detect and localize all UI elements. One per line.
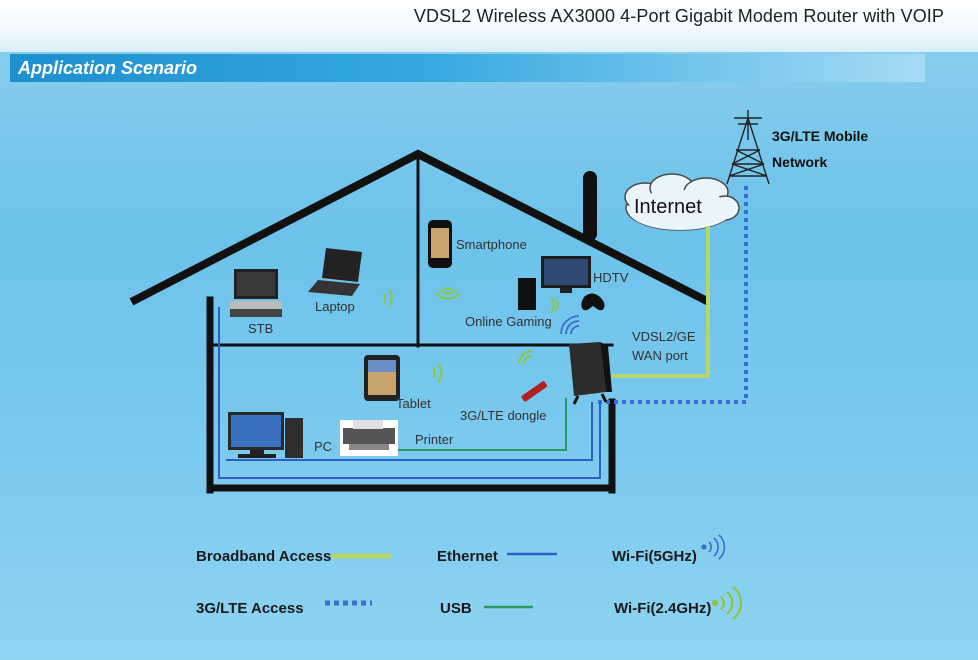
document-title: VDSL2 Wireless AX3000 4-Port Gigabit Mod… <box>413 6 944 26</box>
legend-wifi24-icon <box>711 586 743 620</box>
mobile-network-label-line2: Network <box>772 154 828 170</box>
internet-label: Internet <box>634 196 702 218</box>
usb-line <box>398 398 567 451</box>
tablet-icon <box>364 355 400 401</box>
printer-label: Printer <box>415 432 454 447</box>
tablet-label: Tablet <box>396 396 431 411</box>
laptop-label: Laptop <box>315 299 355 314</box>
house-roof <box>129 149 711 306</box>
stb-icon <box>230 269 282 317</box>
laptop-icon <box>308 248 362 296</box>
internet-cloud <box>624 173 740 231</box>
house-outline <box>129 149 711 494</box>
smartphone-icon <box>428 220 452 268</box>
pc-label: PC <box>314 439 333 454</box>
legend-usb-label: USB <box>440 600 472 617</box>
legend-broadband-label: Broadband Access <box>196 548 332 565</box>
legend-wifi24-label: Wi-Fi(2.4GHz) <box>614 600 712 617</box>
legend-ethernet-label: Ethernet <box>437 548 498 565</box>
dongle-icon <box>521 381 547 402</box>
stb-label: STB <box>248 321 274 336</box>
lte-line <box>596 186 748 404</box>
wifi-24ghz-signals <box>383 287 559 383</box>
top-band <box>0 0 978 52</box>
wan-port-label-line2: WAN port <box>632 348 688 363</box>
dongle-label: 3G/LTE dongle <box>460 408 547 423</box>
modem-router-icon <box>569 342 612 405</box>
online-gaming-label: Online Gaming <box>465 314 552 329</box>
smartphone-label: Smartphone <box>456 237 527 252</box>
wan-port-label-line1: VDSL2/GE <box>632 329 696 344</box>
broadband-line <box>612 226 710 378</box>
ethernet-lines <box>218 307 601 479</box>
legend-lte-label: 3G/LTE Access <box>196 600 304 617</box>
legend-wifi5-label: Wi-Fi(5GHz) <box>612 548 697 565</box>
hdtv-label: HDTV <box>593 270 629 285</box>
pc-icon <box>228 412 303 458</box>
wifi-5ghz-signals <box>560 315 580 335</box>
cell-tower-icon <box>726 110 770 185</box>
printer-icon <box>340 420 398 456</box>
mobile-network-label-line1: 3G/LTE Mobile <box>772 128 869 144</box>
section-bar <box>10 54 925 82</box>
legend-wifi5-icon <box>701 534 726 560</box>
section-title: Application Scenario <box>18 58 198 78</box>
game-console-icon <box>518 278 605 311</box>
hdtv-icon <box>541 256 591 293</box>
